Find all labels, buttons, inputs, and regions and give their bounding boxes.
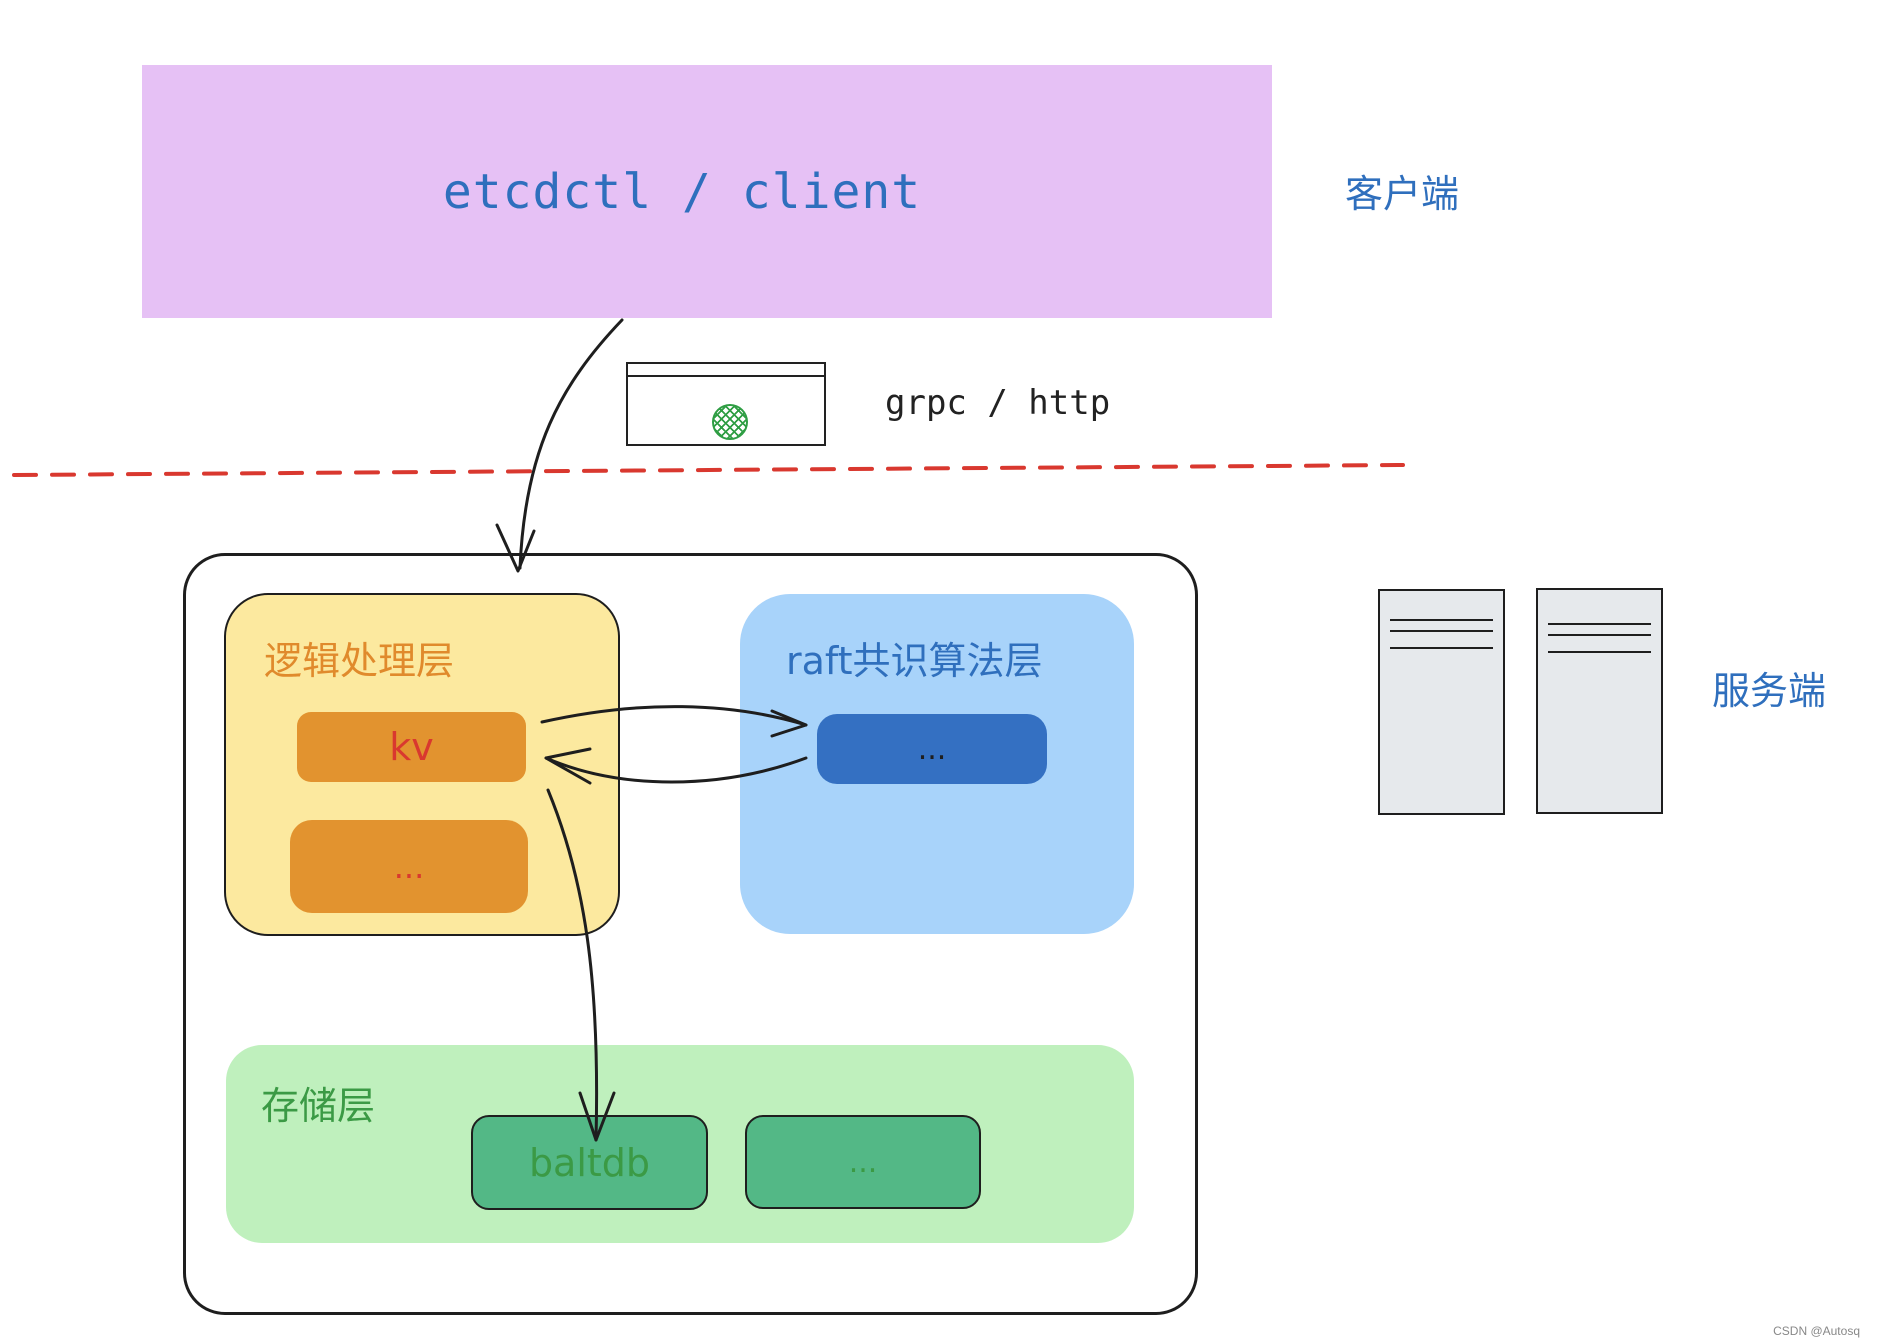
raft-more-label: ... [917,731,947,767]
baltdb-label: baltdb [528,1140,651,1185]
server-rack-icon [1536,588,1663,814]
browser-title-bar [628,375,824,377]
client-box: etcdctl / client [142,65,1272,318]
protocol-label: grpc / http [885,383,1111,423]
client-label: etcdctl / client [442,163,922,220]
kv-label: kv [389,725,434,769]
logic-more-module: ... [290,820,528,913]
rack-line [1548,634,1651,636]
kv-module: kv [297,712,526,782]
rack-line [1548,651,1651,653]
client-to-server-arrow [518,318,624,570]
logic-more-label: ... [393,847,425,886]
storage-layer-title: 存储层 [261,1084,376,1128]
raft-module: ... [817,714,1047,784]
browser-window-icon [626,362,826,446]
raft-layer-title: raft共识算法层 [786,639,1043,683]
server-rack-icon [1378,589,1505,815]
rack-line [1548,623,1651,625]
rack-line [1390,647,1493,649]
storage-more-module: ... [745,1115,981,1209]
boundary-dashed-line [12,463,1405,477]
server-side-label: 服务端 [1712,669,1827,713]
baltdb-module: baltdb [471,1115,708,1210]
storage-more-label: ... [848,1144,878,1180]
watermark: CSDN @Autosq [1773,1324,1860,1338]
rack-line [1390,630,1493,632]
globe-icon [712,404,748,440]
rack-line [1390,619,1493,621]
client-side-label: 客户端 [1345,172,1460,216]
logic-layer-title: 逻辑处理层 [264,639,455,683]
